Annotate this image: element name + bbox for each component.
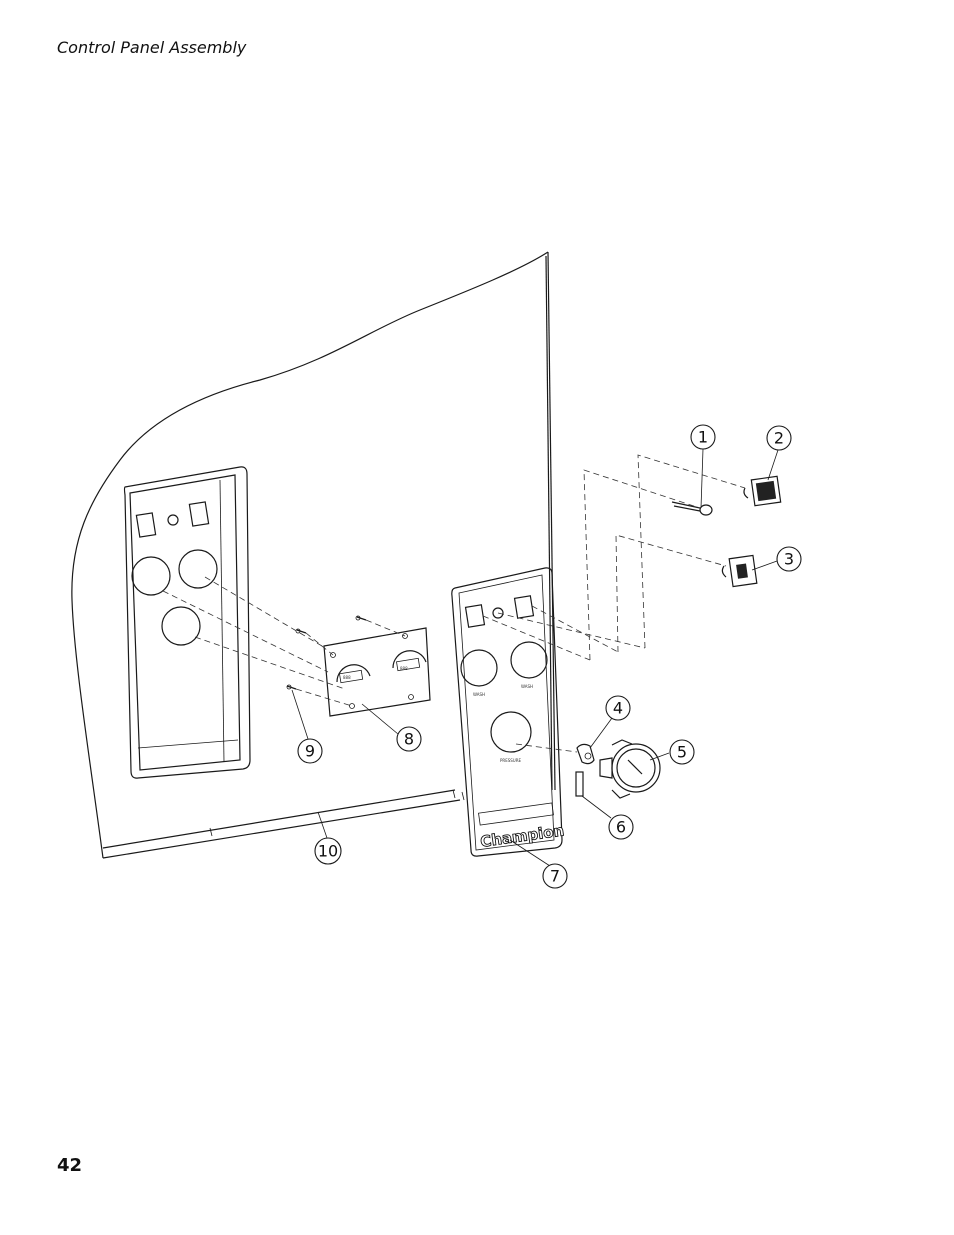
svg-text:888: 888 <box>400 666 408 671</box>
page-number: 42 <box>57 1155 83 1176</box>
callout-9: 9 <box>297 738 323 764</box>
svg-text:2: 2 <box>774 429 784 448</box>
pipe-nipple <box>575 771 584 797</box>
svg-text:888: 888 <box>343 675 351 680</box>
svg-text:7: 7 <box>550 867 560 886</box>
svg-text:1: 1 <box>698 428 708 447</box>
svg-text:5: 5 <box>677 743 687 762</box>
callout-1: 1 <box>690 424 716 450</box>
callout-leaders <box>291 448 779 867</box>
page-title: Control Panel Assembly <box>57 38 247 57</box>
pressure-gauge <box>599 739 661 799</box>
champion-logo: Champion <box>479 821 565 851</box>
callout-6: 6 <box>608 814 634 840</box>
indicator-light <box>671 501 713 516</box>
gauge-bracket-plate: 888 888 <box>323 627 431 717</box>
svg-text:PRESSURE: PRESSURE <box>500 758 522 763</box>
svg-text:3: 3 <box>784 550 794 569</box>
front-label-panel: WASH WASH PRESSURE Champion <box>451 567 566 857</box>
svg-text:8: 8 <box>404 730 414 749</box>
callout-8: 8 <box>396 726 422 752</box>
machine-side-panel <box>71 251 556 859</box>
callout-5: 5 <box>669 739 695 765</box>
callout-3: 3 <box>776 546 802 572</box>
svg-text:4: 4 <box>613 699 623 718</box>
callout-7: 7 <box>542 863 568 889</box>
assembly-guide-lines <box>162 454 746 753</box>
svg-text:9: 9 <box>305 742 315 761</box>
square-switch <box>743 475 782 507</box>
callout-4: 4 <box>605 695 631 721</box>
rocker-switch <box>721 554 758 588</box>
svg-text:WASH: WASH <box>521 684 533 689</box>
svg-text:6: 6 <box>616 818 626 837</box>
mounting-screws <box>286 615 367 690</box>
svg-text:WASH: WASH <box>473 692 485 697</box>
callout-10: 10 <box>314 837 342 865</box>
elbow-fitting <box>576 743 595 765</box>
callout-2: 2 <box>766 425 792 451</box>
svg-text:10: 10 <box>318 842 338 861</box>
